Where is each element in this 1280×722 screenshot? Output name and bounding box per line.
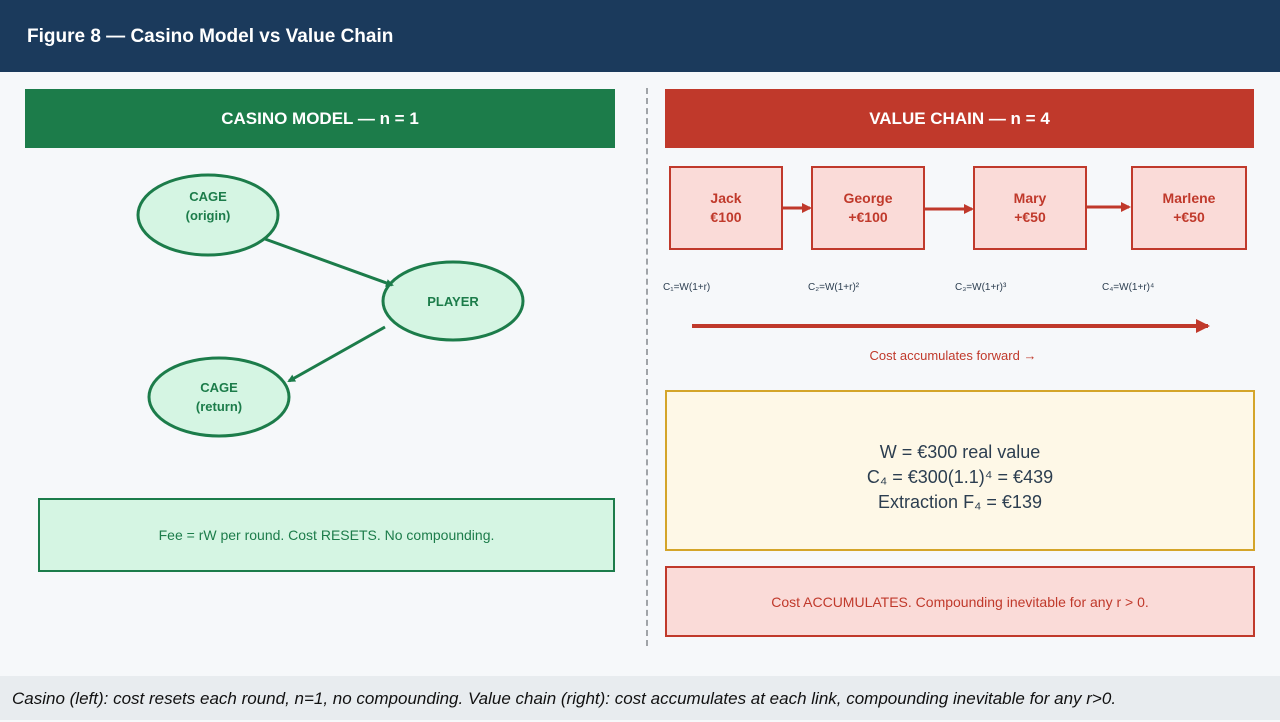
node-name: George [843,190,893,206]
summary-box: W = €300 real value C₄ = €300(1.1)⁴ = €4… [665,390,1255,551]
chain-caption: Cost accumulates forward → [869,348,1037,363]
figure-title: Figure 8 — Casino Model vs Value Chain [0,0,1280,72]
node-value: +€100 [848,209,888,225]
divider [646,88,648,646]
arrow-origin-to-player [264,237,394,287]
chain-note: Cost ACCUMULATES. Compounding inevitable… [665,566,1255,637]
casino-note: Fee = rW per round. Cost RESETS. No comp… [38,498,615,572]
node-name: Marlene [1162,190,1216,206]
summary-line: C₄ = €300(1.1)⁴ = €439 [866,467,1054,487]
node-subtitle: (return) [195,399,243,414]
cage-origin-node [136,173,280,257]
chain-heading: VALUE CHAIN — n = 4 [665,89,1254,148]
player-label: PLAYER [427,294,479,309]
node-name: Mary [1013,190,1047,206]
formula-c4: C₄=W(1+r)⁴ [1102,282,1155,293]
cage-return-node [147,356,291,438]
summary-line: Extraction F₄ = €139 [878,492,1042,512]
node-title: CAGE [189,189,227,204]
formula-c1: C₁=W(1+r) [663,282,711,293]
node-name: Jack [710,190,742,206]
cage-origin-label: CAGE (origin) [138,187,278,225]
node-value: +€50 [1014,209,1046,225]
formula-c3: C₃=W(1+r)³ [955,282,1007,293]
cage-return-label: CAGE (return) [149,378,289,416]
formula-c2: C₂=W(1+r)² [808,282,860,293]
chain-node-mary: Mary +€50 [973,166,1087,250]
casino-heading: CASINO MODEL — n = 1 [25,89,615,148]
chain-node-marlene: Marlene +€50 [1131,166,1247,250]
node-value: +€50 [1173,209,1205,225]
summary-line: W = €300 real value [879,442,1041,462]
player-node [381,260,525,342]
chain-node-jack: Jack €100 [669,166,783,250]
node-title: CAGE [200,380,238,395]
chain-node-george: George +€100 [811,166,925,250]
node-subtitle: (origin) [185,208,231,223]
arrow-player-to-return [287,325,386,383]
node-value: €100 [710,209,742,225]
figure-caption: Casino (left): cost resets each round, n… [0,676,1280,720]
